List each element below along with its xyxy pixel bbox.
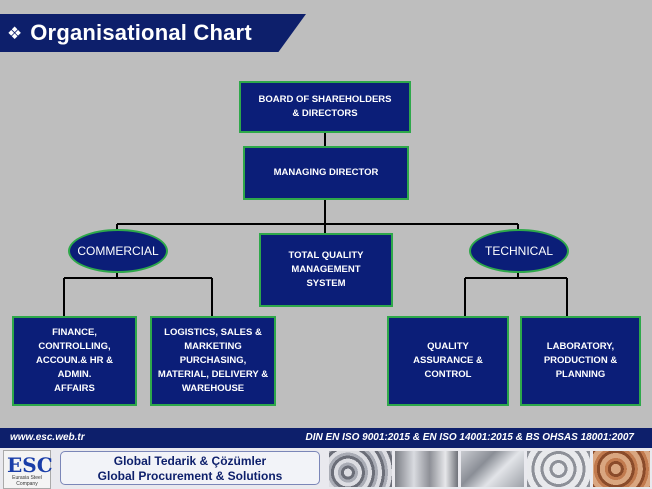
certifications-text: DIN EN ISO 9001:2015 & EN ISO 14001:2015… (305, 432, 634, 443)
board-box: BOARD OF SHAREHOLDERS & DIRECTORS (239, 81, 411, 133)
slogan-line-2: Global Procurement & Solutions (97, 469, 283, 483)
total-quality-box: TOTAL QUALITY MANAGEMENT SYSTEM (259, 233, 393, 307)
steel-coils-photo (527, 451, 590, 487)
company-logo: ESC Eurasia Steel Company (3, 450, 53, 489)
technical-oval: TECHNICAL (469, 229, 569, 273)
commercial-oval: COMMERCIAL (68, 229, 168, 273)
finance-box: FINANCE, CONTROLLING, ACCOUN.& HR & ADMI… (12, 316, 137, 406)
footer-bar: www.esc.web.tr DIN EN ISO 9001:2015 & EN… (0, 428, 652, 448)
logo-subtitle: Eurasia Steel Company (12, 475, 42, 487)
logo-text: ESC (7, 453, 53, 477)
copper-coils-photo (593, 451, 650, 487)
managing-director-box: MANAGING DIRECTOR (243, 146, 409, 200)
quality-assurance-box: QUALITY ASSURANCE & CONTROL (387, 316, 509, 406)
diamond-bullet-icon: ❖ (7, 23, 23, 43)
steel-sheets-photo (395, 451, 458, 487)
title-banner: ❖ Organisational Chart (0, 14, 306, 52)
bottom-banner: ESC Eurasia Steel Company Global Tedarik… (0, 448, 652, 489)
laboratory-box: LABORATORY, PRODUCTION & PLANNING (520, 316, 641, 406)
logistics-box: LOGISTICS, SALES & MARKETING PURCHASING,… (150, 316, 276, 406)
page-title: Organisational Chart (30, 20, 252, 45)
website-link[interactable]: www.esc.web.tr (10, 432, 85, 443)
slogan-box: Global Tedarik & Çözümler Global Procure… (60, 451, 320, 485)
steel-pipes-photo (329, 451, 392, 487)
slogan-line-1: Global Tedarik & Çözümler (113, 454, 267, 468)
warehouse-photo (461, 451, 524, 487)
